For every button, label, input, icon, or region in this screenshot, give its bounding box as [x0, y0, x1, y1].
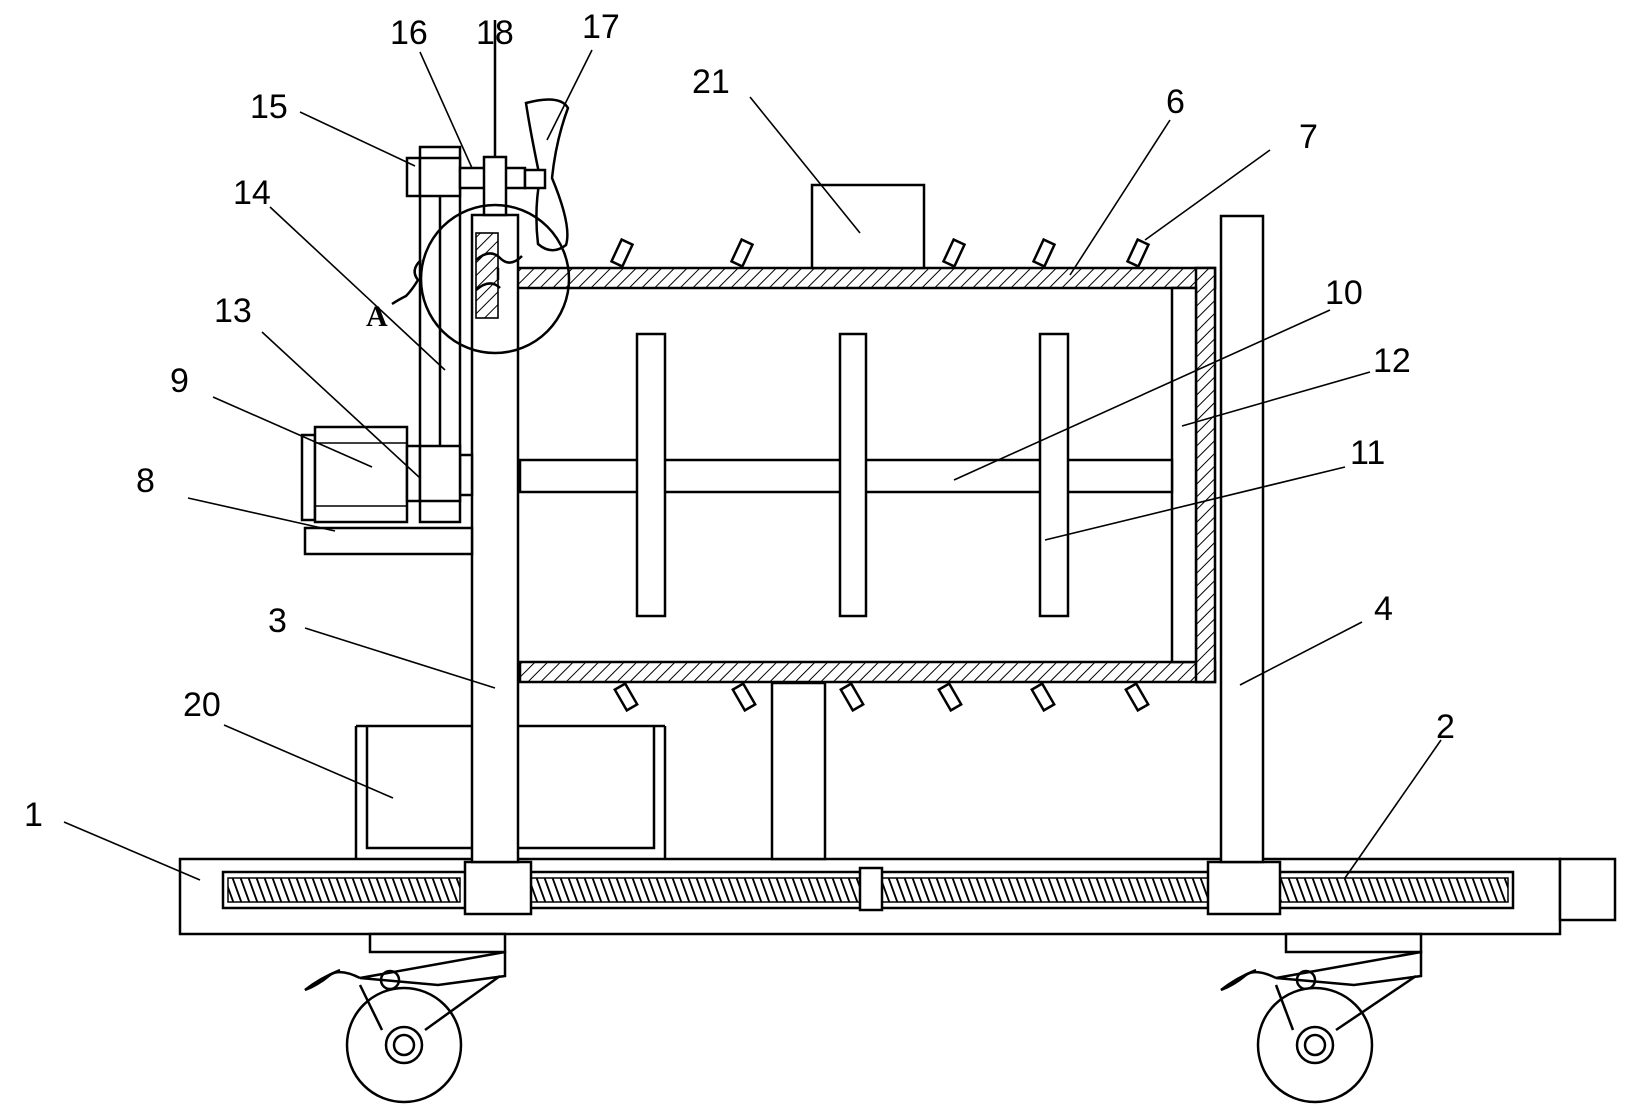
caster-wheel-left [305, 934, 505, 1102]
feed-hopper [812, 185, 924, 268]
detail-label-a: A [366, 300, 388, 333]
callout-17: 17 [582, 8, 620, 46]
belt-drive [407, 147, 472, 522]
center-support [772, 683, 825, 859]
base-plate [180, 859, 1615, 934]
callout-3: 3 [268, 602, 287, 640]
callout-21: 21 [692, 63, 730, 101]
callout-12: 12 [1373, 342, 1411, 380]
fan-blade [525, 99, 568, 250]
callout-16: 16 [390, 14, 428, 52]
callout-14: 14 [233, 174, 271, 212]
caster-wheel-right [1221, 934, 1421, 1102]
callout-1: 1 [24, 796, 43, 834]
callout-4: 4 [1374, 590, 1393, 628]
motor-mount [305, 528, 472, 554]
left-support [472, 215, 522, 862]
callout-15: 15 [250, 88, 288, 126]
callout-11: 11 [1350, 434, 1385, 472]
right-support [1221, 216, 1263, 862]
callout-9: 9 [170, 362, 189, 400]
callout-13: 13 [214, 292, 252, 330]
callout-8: 8 [136, 462, 155, 500]
callout-20: 20 [183, 686, 221, 724]
callout-18: 18 [476, 14, 514, 52]
callout-7: 7 [1299, 118, 1318, 156]
motor [302, 427, 407, 522]
callout-6: 6 [1166, 83, 1185, 121]
callout-10: 10 [1325, 274, 1363, 312]
callout-2: 2 [1436, 708, 1455, 746]
